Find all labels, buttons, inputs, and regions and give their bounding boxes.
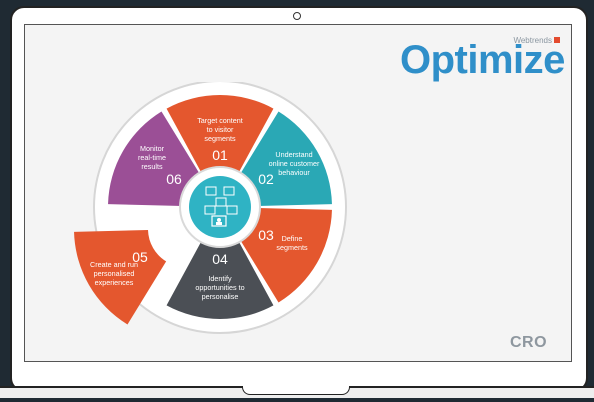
people-network-icon: [204, 186, 238, 227]
segment-02: [239, 111, 332, 207]
segment-06: [108, 111, 201, 207]
segment-number-02: 02: [258, 171, 274, 187]
segment-number-04: 04: [212, 251, 228, 267]
cro-label: CRO: [510, 334, 548, 351]
segment-label-04: personalise: [202, 292, 239, 301]
trackpad-notch: [242, 386, 350, 395]
segment-label-05: Create and run: [90, 260, 138, 269]
segment-04: [166, 240, 274, 319]
segment-label-02: behaviour: [278, 168, 310, 177]
segment-label-05: personalised: [94, 269, 135, 278]
segment-label-02: online customer: [269, 159, 320, 168]
segment-03: [239, 207, 332, 303]
segment-number-03: 03: [258, 227, 274, 243]
segment-label-01: Target content: [197, 116, 243, 125]
segment-number-01: 01: [212, 147, 228, 163]
segment-label-04: Identify: [208, 274, 232, 283]
segment-label-06: real-time: [138, 153, 166, 162]
segment-number-05: 05: [132, 249, 148, 265]
segment-label-06: Monitor: [140, 144, 165, 153]
segment-number-06: 06: [166, 171, 182, 187]
hub: [189, 176, 251, 238]
brand-sub: Webtrends: [513, 36, 552, 45]
segment-label-02: Understand: [275, 150, 312, 159]
segment-label-06: results: [141, 162, 163, 171]
brand-square-icon: [554, 37, 560, 43]
brand-logo: Optimize Webtrends: [400, 36, 570, 84]
segment-label-01: segments: [204, 134, 236, 143]
segment-01: [166, 95, 274, 174]
brand-name: Optimize: [400, 38, 565, 82]
segment-label-04: opportunities to: [195, 283, 244, 292]
webcam-icon: [293, 12, 301, 20]
segment-label-03: Define: [282, 234, 303, 243]
segment-label-03: segments: [276, 243, 308, 252]
segment-label-05: experiences: [95, 278, 134, 287]
segment-05: [74, 229, 167, 325]
segment-label-01: to visitor: [207, 125, 234, 134]
